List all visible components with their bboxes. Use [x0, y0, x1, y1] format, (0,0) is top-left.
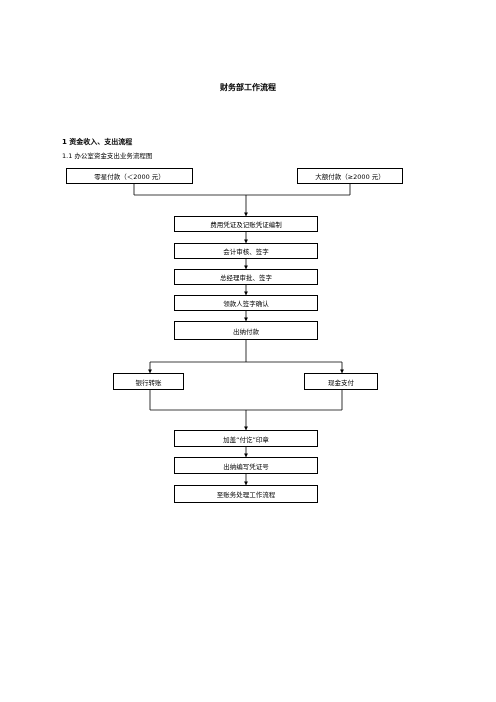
- step-voucher-number: 出纳编写凭证号: [174, 457, 318, 474]
- step-payee-confirmation: 领款人签字确认: [174, 295, 318, 311]
- step-to-accounting-process: 至账务处理工作流程: [174, 485, 318, 503]
- small-payment-box: 零星付款（＜2000 元）: [66, 168, 193, 184]
- step-voucher-preparation: 费用凭证及记账凭证编制: [174, 216, 318, 232]
- step-gm-approval: 总经理审批、签字: [174, 269, 318, 285]
- page-title: 财务部工作流程: [220, 83, 276, 92]
- large-payment-box: 大额付款（≥2000 元）: [297, 168, 403, 184]
- step-accounting-review: 会计审核、签字: [174, 243, 318, 259]
- step-cashier-payment: 出纳付款: [174, 321, 318, 340]
- step-paid-stamp: 加盖“付讫”印章: [174, 430, 318, 447]
- section-heading: 1 资金收入、支出流程: [62, 138, 133, 146]
- subsection-heading: 1.1 办公室资金支出业务流程图: [62, 152, 153, 160]
- cash-payment-box: 现金支付: [304, 373, 378, 390]
- bank-transfer-box: 银行转账: [113, 373, 184, 390]
